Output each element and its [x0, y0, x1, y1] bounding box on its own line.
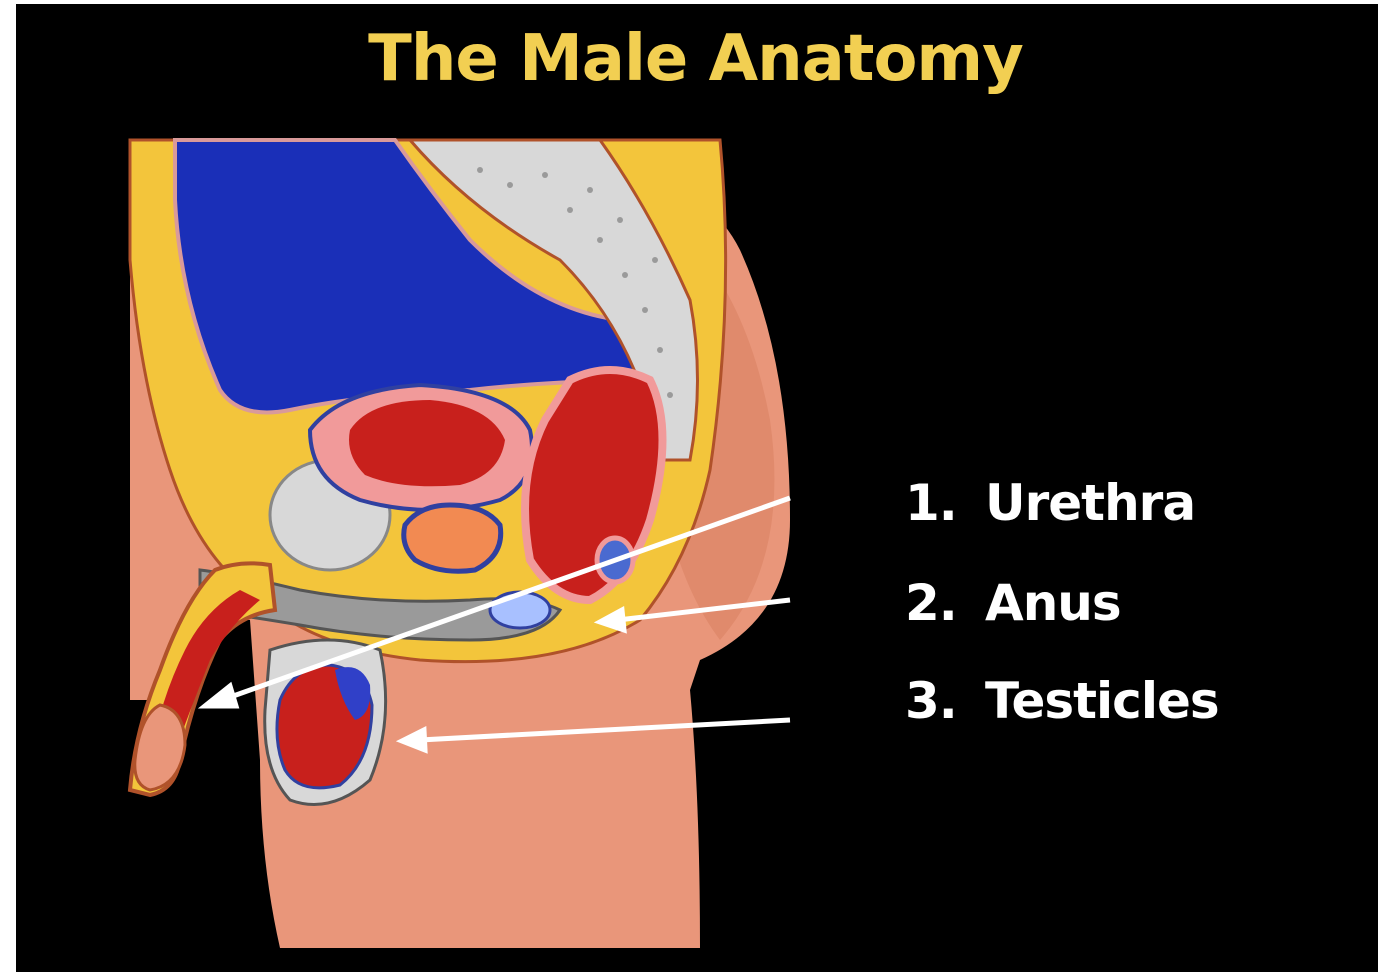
- legend-number: 1.: [905, 474, 985, 532]
- legend-item-testicles: 3.Testicles: [905, 672, 1219, 730]
- bulb: [490, 592, 550, 628]
- legend-label: Urethra: [985, 474, 1195, 532]
- legend-item-anus: 2.Anus: [905, 574, 1121, 632]
- legend-number: 2.: [905, 574, 985, 632]
- seminal-vesicle: [404, 505, 501, 571]
- arrow-urethra-head: [205, 686, 236, 706]
- legend-label: Testicles: [985, 672, 1219, 730]
- legend-number: 3.: [905, 672, 985, 730]
- legend-item-urethra: 1.Urethra: [905, 474, 1195, 532]
- legend-label: Anus: [985, 574, 1121, 632]
- slide-title: The Male Anatomy: [0, 22, 1391, 96]
